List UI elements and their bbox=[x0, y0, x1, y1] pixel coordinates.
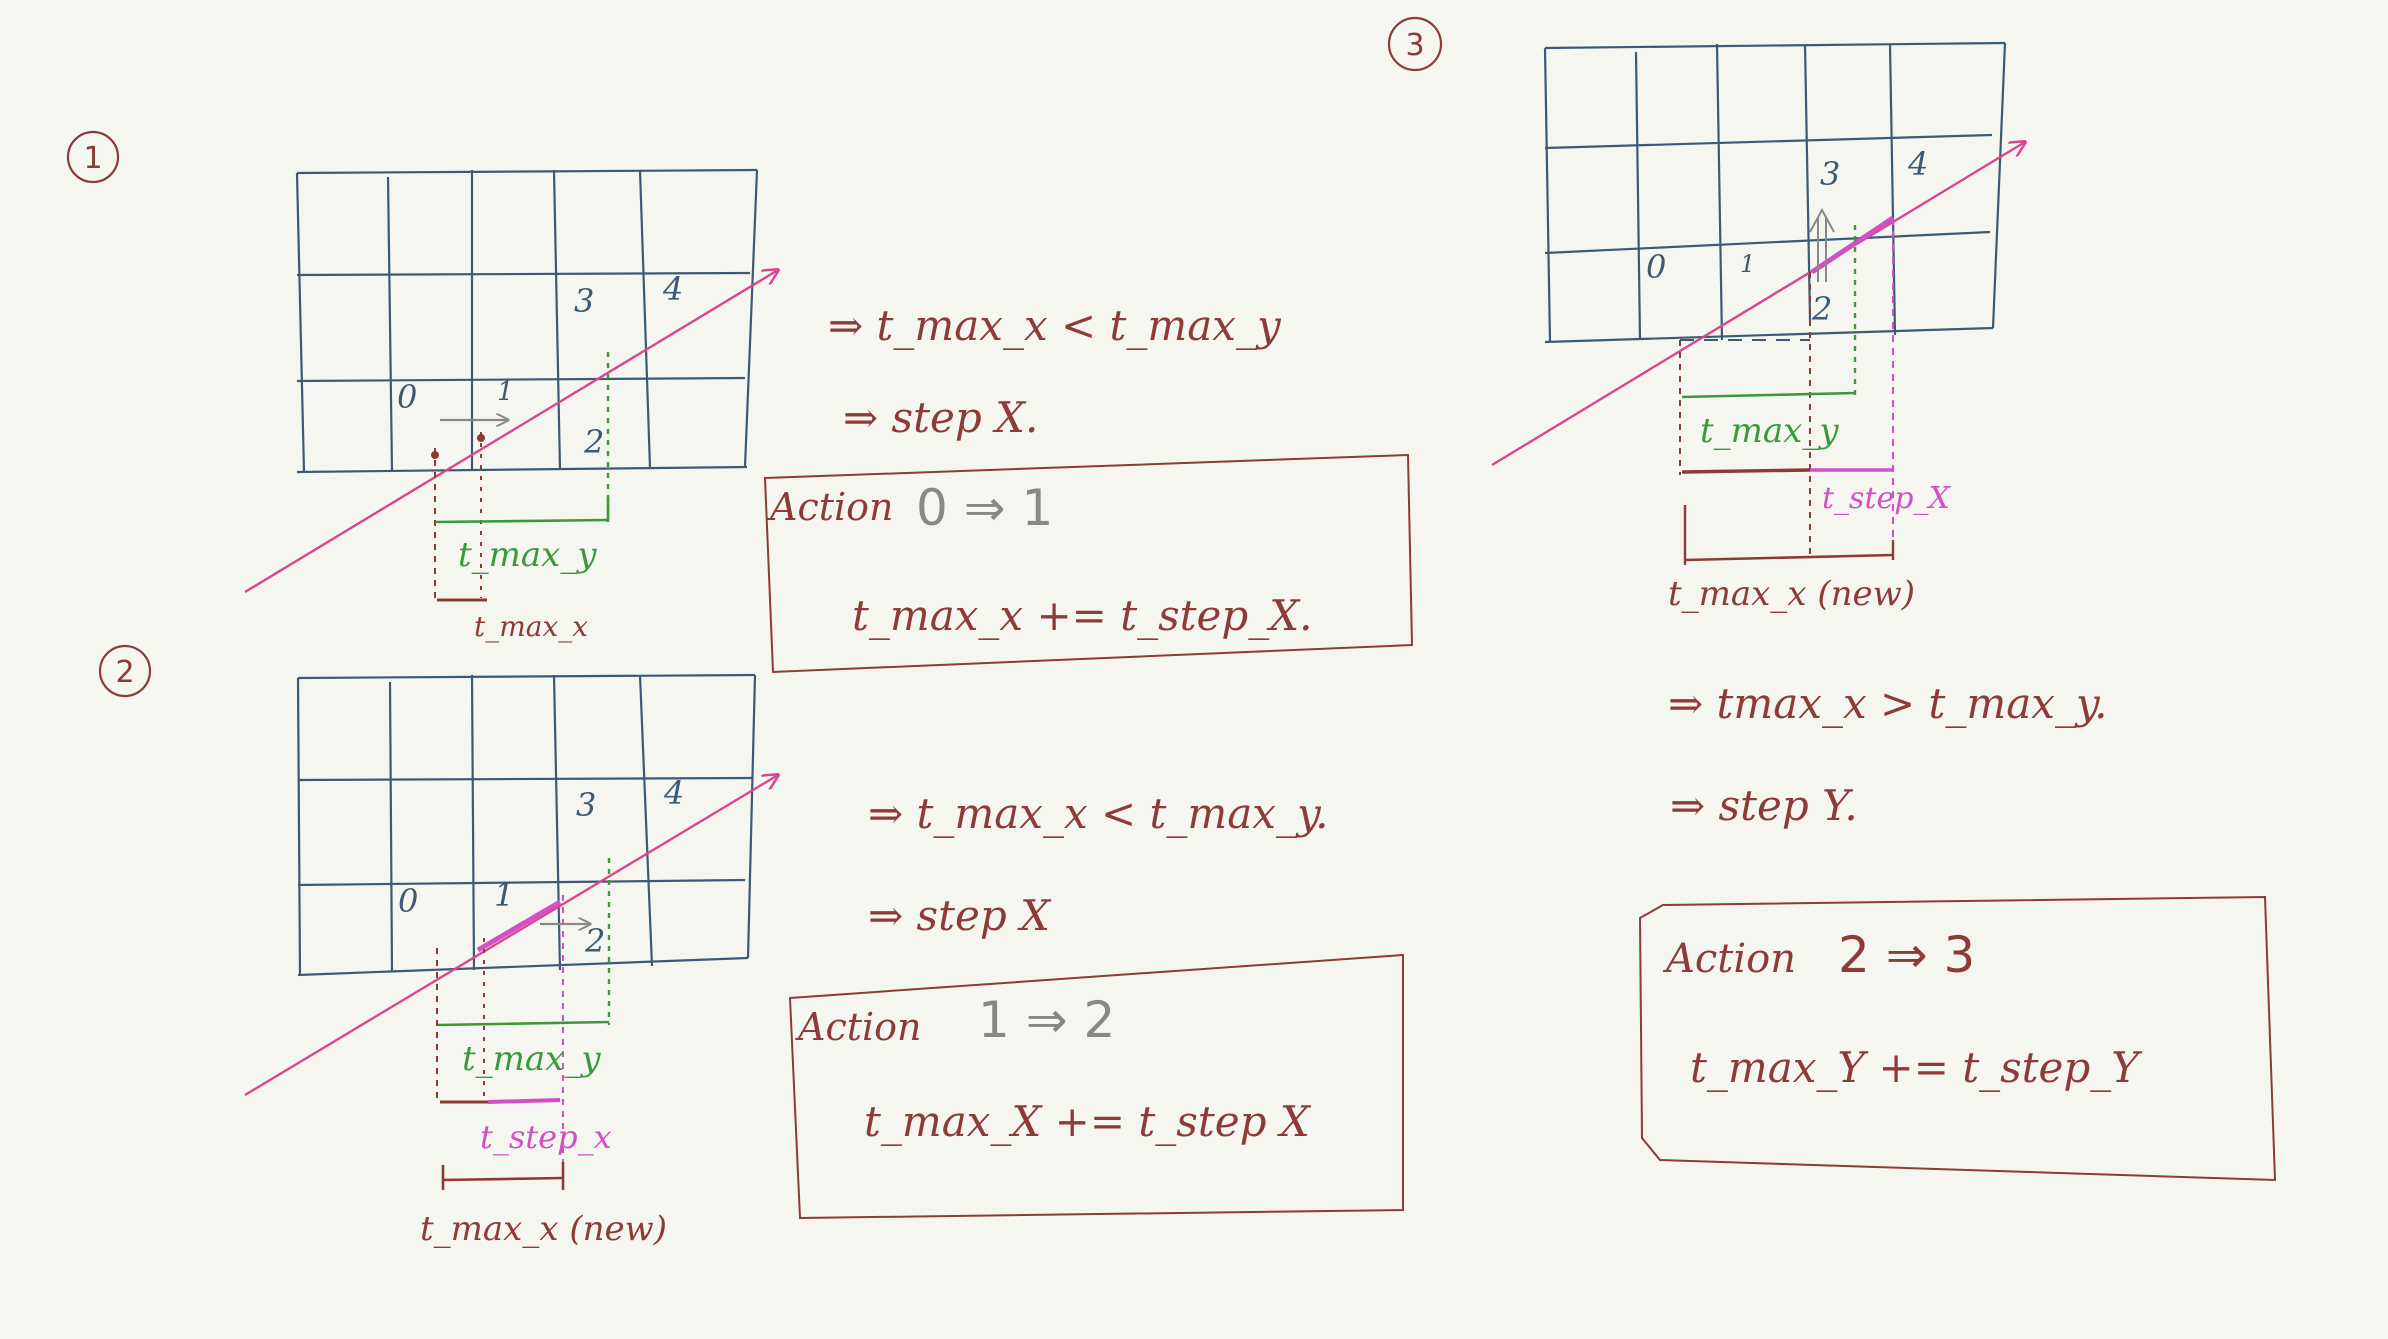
panel-1-badge: 1 bbox=[66, 130, 120, 184]
panel-2-note-compare: ⇒ t_max_x < t_max_y. bbox=[868, 789, 1328, 838]
panel-2-number: 2 bbox=[115, 655, 134, 690]
cell-label-3: 3 bbox=[574, 282, 594, 320]
cell-label-1: 1 bbox=[1740, 250, 1755, 278]
panel-1-action-transition: 0 ⇒ 1 bbox=[916, 479, 1053, 537]
panel-2-grid bbox=[296, 673, 757, 977]
panel-3-badge: 3 bbox=[1387, 16, 1443, 72]
cell-label-0: 0 bbox=[1646, 248, 1666, 286]
panel-2-action-box: Action 1 ⇒ 2 t_max_X += t_step X bbox=[788, 953, 1404, 1220]
panel-3-label-tmax-y: t_max_y bbox=[1700, 411, 1839, 451]
panel-2-cell-labels: 0 1 2 3 4 bbox=[398, 774, 684, 960]
panel-3: 3 0 1 2 3 4 bbox=[1387, 16, 2277, 1182]
panel-1: 1 0 1 2 3 4 bbox=[66, 130, 1414, 674]
panel-2-highlight bbox=[476, 899, 562, 953]
panel-1-notes: ⇒ t_max_x < t_max_y ⇒ step X. bbox=[828, 301, 1282, 442]
panel-3-note-step: ⇒ step Y. bbox=[1670, 781, 1858, 830]
panel-3-notes: ⇒ tmax_x > t_max_y. ⇒ step Y. bbox=[1668, 679, 2107, 830]
cell-label-2: 2 bbox=[583, 423, 604, 461]
panel-1-label-tmax-x: t_max_x bbox=[474, 610, 588, 643]
panel-1-number: 1 bbox=[83, 141, 102, 176]
panel-3-action-transition: 2 ⇒ 3 bbox=[1838, 926, 1975, 984]
panel-2-label-tstep-x: t_step_x bbox=[480, 1118, 612, 1156]
panel-2-notes: ⇒ t_max_x < t_max_y. ⇒ step X bbox=[868, 789, 1328, 940]
panel-1-action-title: Action bbox=[767, 485, 894, 529]
panel-1-markers bbox=[431, 352, 610, 602]
panel-3-markers bbox=[1679, 218, 1895, 565]
panel-3-action-title: Action bbox=[1662, 936, 1796, 982]
panel-1-label-tmax-y: t_max_y bbox=[458, 535, 597, 575]
panel-2-label-tmax-x-new: t_max_x (new) bbox=[420, 1209, 667, 1249]
cell-label-1: 1 bbox=[497, 377, 514, 407]
panel-2-note-step: ⇒ step X bbox=[868, 891, 1052, 940]
panel-3-step-up-arrow bbox=[1809, 207, 1835, 282]
cell-label-0: 0 bbox=[398, 882, 418, 920]
panel-1-cell-labels: 0 1 2 3 4 bbox=[397, 270, 683, 461]
panel-2-action-title: Action bbox=[795, 1005, 922, 1049]
cell-label-1: 1 bbox=[494, 876, 514, 914]
panel-3-label-tmax-x-new: t_max_x (new) bbox=[1668, 574, 1915, 614]
panel-1-ray bbox=[244, 270, 778, 594]
panel-3-grid bbox=[1543, 41, 2007, 344]
cell-label-0: 0 bbox=[397, 378, 417, 416]
cell-label-3: 3 bbox=[576, 786, 596, 824]
cell-label-4: 4 bbox=[662, 270, 683, 308]
panel-3-number: 3 bbox=[1405, 28, 1424, 63]
cell-label-3: 3 bbox=[1820, 155, 1840, 193]
panel-3-note-compare: ⇒ tmax_x > t_max_y. bbox=[1668, 679, 2107, 728]
cell-label-4: 4 bbox=[663, 774, 684, 812]
panel-2: 2 0 1 2 3 4 bbox=[98, 644, 1404, 1249]
panel-3-ray bbox=[1491, 142, 2025, 467]
cell-label-4: 4 bbox=[1907, 145, 1928, 183]
panel-2-label-tmax-y: t_max_y bbox=[462, 1039, 601, 1079]
panel-3-action-formula: t_max_Y += t_step_Y bbox=[1690, 1043, 2143, 1092]
panel-3-action-box: Action 2 ⇒ 3 t_max_Y += t_step_Y bbox=[1638, 895, 2277, 1182]
panel-2-ray bbox=[244, 775, 778, 1097]
panel-2-markers bbox=[436, 858, 611, 1190]
cell-label-2: 2 bbox=[1811, 290, 1832, 328]
panel-3-highlight bbox=[1810, 215, 1895, 275]
panel-3-label-tstep-x: t_step_X bbox=[1822, 481, 1951, 516]
panel-2-action-formula: t_max_X += t_step X bbox=[864, 1097, 1312, 1146]
panel-1-note-step: ⇒ step X. bbox=[843, 393, 1038, 442]
panel-2-action-transition: 1 ⇒ 2 bbox=[978, 991, 1115, 1049]
panel-1-note-compare: ⇒ t_max_x < t_max_y bbox=[828, 301, 1282, 350]
panel-1-grid bbox=[295, 168, 759, 474]
panel-3-cell-labels: 0 1 2 3 4 bbox=[1646, 145, 1928, 328]
panel-2-badge: 2 bbox=[98, 644, 152, 698]
panel-1-action-formula: t_max_x += t_step_X. bbox=[852, 591, 1313, 640]
cell-label-2: 2 bbox=[584, 922, 605, 960]
panel-1-action-box: Action 0 ⇒ 1 t_max_x += t_step_X. bbox=[763, 453, 1414, 674]
